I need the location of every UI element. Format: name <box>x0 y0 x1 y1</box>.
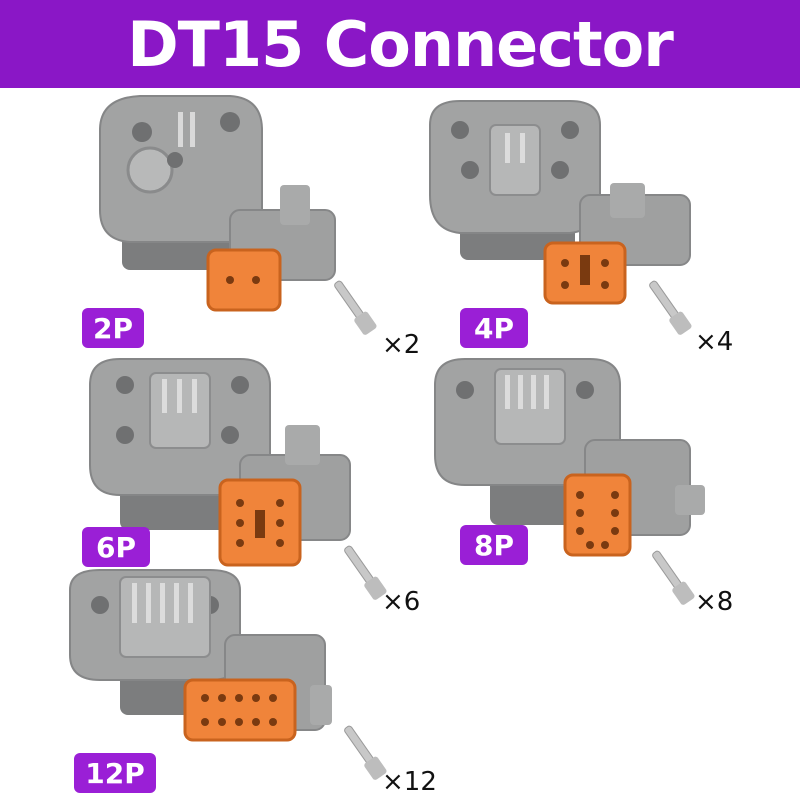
kit-quantity-6p: ×6 <box>382 587 421 617</box>
connector-kit-4p: 4P ×4 <box>420 95 800 365</box>
kit-badge-4p: 4P <box>460 308 528 348</box>
kit-badge-12p: 12P <box>74 753 156 793</box>
kit-badge-6p: 6P <box>82 527 150 567</box>
connector-2p-image <box>99 95 377 335</box>
connector-kit-8p: 8P ×8 <box>420 355 800 620</box>
connector-6p-image <box>89 358 387 600</box>
connector-kit-12p: 12P ×12 <box>60 565 440 800</box>
page-title: DT15 Connector <box>127 7 674 81</box>
kit-quantity-2p: ×2 <box>382 330 421 360</box>
connector-8p-image <box>434 358 705 605</box>
kit-quantity-8p: ×8 <box>695 587 734 617</box>
connector-12p-image <box>69 569 387 780</box>
connector-4p-image <box>429 100 692 335</box>
kit-badge-8p: 8P <box>460 525 528 565</box>
title-banner: DT15 Connector <box>0 0 800 88</box>
connector-kit-6p: 6P ×6 <box>80 355 440 620</box>
kit-quantity-12p: ×12 <box>382 767 437 797</box>
kit-quantity-4p: ×4 <box>695 327 734 357</box>
kit-badge-2p: 2P <box>82 308 144 348</box>
connector-kit-2p: 2P ×2 <box>80 90 440 365</box>
